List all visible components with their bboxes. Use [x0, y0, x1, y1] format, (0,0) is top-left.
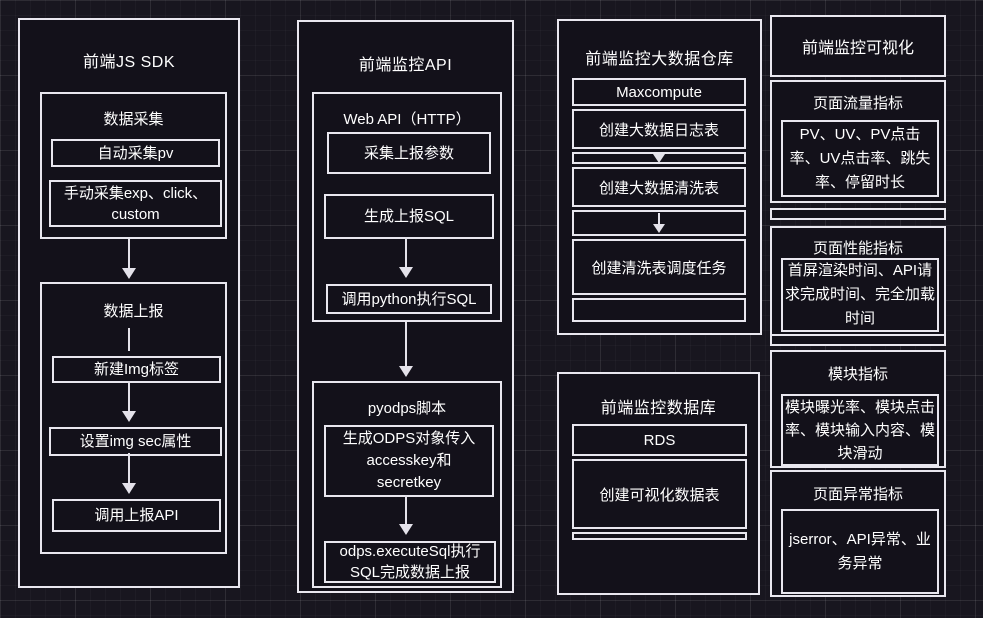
node-call-python-execute-sql: 调用python执行SQL [326, 284, 492, 314]
row-connector [572, 152, 746, 164]
row-create-viz-table: 创建可视化数据表 [572, 459, 747, 529]
down-arrow-icon [653, 213, 665, 233]
section-module-metrics: 模块指标 模块曝光率、模块点击率、模块输入内容、模块滑动 [770, 350, 946, 468]
flow-arrow-icon [122, 381, 136, 422]
node-auto-collect-pv: 自动采集pv [51, 139, 220, 167]
section-traffic-metrics-title: 页面流量指标 [812, 95, 903, 112]
section-traffic-metrics: 页面流量指标 PV、UV、PV点击率、UV点击率、跳失率、停留时长 [770, 80, 946, 203]
node-data-report: 数据上报 新建Img标签 设置img sec属性 调用上报API [40, 282, 227, 554]
section-error-metrics: 页面异常指标 jserror、API异常、业务异常 [770, 470, 946, 597]
perf-metrics-body: 首屏渲染时间、API请求完成时间、完全加载时间 [781, 258, 939, 332]
node-call-report-api: 调用上报API [52, 499, 221, 532]
node-monitor-database: 前端监控数据库 RDS 创建可视化数据表 [557, 372, 760, 595]
flow-arrow-icon [122, 453, 136, 494]
node-visualization-title: 前端监控可视化 [801, 40, 914, 57]
node-pyodps-script: pyodps脚本 生成ODPS对象传入accesskey和secretkey o… [312, 381, 502, 588]
node-new-img-tag: 新建Img标签 [52, 356, 221, 383]
node-frontend-js-sdk-title: 前端JS SDK [82, 54, 176, 71]
flow-line-connector [128, 328, 130, 351]
node-visualization-header: 前端监控可视化 [770, 15, 946, 77]
section-error-metrics-title: 页面异常指标 [812, 486, 903, 503]
node-web-api: Web API（HTTP） 采集上报参数 生成上报SQL 调用python执行S… [312, 92, 502, 322]
row-create-schedule-task: 创建清洗表调度任务 [572, 239, 746, 295]
node-data-report-title: 数据上报 [103, 303, 164, 320]
node-frontend-monitor-api: 前端监控API Web API（HTTP） 采集上报参数 生成上报SQL 调用p… [297, 20, 514, 593]
flow-arrow-icon [399, 495, 413, 535]
node-pyodps-script-title: pyodps脚本 [367, 400, 447, 417]
row-create-clean-table: 创建大数据清洗表 [572, 167, 746, 207]
node-manual-collect: 手动采集exp、click、custom [49, 180, 222, 227]
section-module-metrics-title: 模块指标 [827, 366, 888, 383]
node-bigdata-warehouse: 前端监控大数据仓库 Maxcompute 创建大数据日志表 创建大数据清洗表 创… [557, 19, 762, 335]
section-spacer [770, 208, 946, 220]
node-bigdata-warehouse-title: 前端监控大数据仓库 [585, 51, 734, 68]
flow-arrow-icon [399, 322, 413, 377]
down-arrow-icon [653, 153, 665, 163]
node-generate-report-sql: 生成上报SQL [324, 194, 494, 239]
row-maxcompute: Maxcompute [572, 78, 746, 106]
flow-arrow-icon [399, 237, 413, 278]
warehouse-row-stack: Maxcompute 创建大数据日志表 创建大数据清洗表 创建清洗表调度任务 [572, 78, 746, 322]
node-data-collect-title: 数据采集 [103, 111, 164, 128]
row-empty [572, 298, 746, 322]
node-frontend-js-sdk: 前端JS SDK 数据采集 自动采集pv 手动采集exp、click、custo… [18, 18, 240, 588]
node-create-odps-object: 生成ODPS对象传入accesskey和secretkey [324, 425, 494, 497]
traffic-metrics-body: PV、UV、PV点击率、UV点击率、跳失率、停留时长 [781, 120, 939, 197]
database-row-stack: RDS 创建可视化数据表 [572, 424, 747, 540]
section-spacer [770, 334, 946, 346]
row-connector [572, 210, 746, 236]
module-metrics-body: 模块曝光率、模块点击率、模块输入内容、模块滑动 [781, 394, 939, 466]
node-frontend-monitor-api-title: 前端监控API [358, 57, 453, 74]
flow-arrow-icon [122, 239, 136, 279]
row-create-log-table: 创建大数据日志表 [572, 109, 746, 149]
node-web-api-title: Web API（HTTP） [343, 111, 471, 128]
section-perf-metrics-title: 页面性能指标 [812, 240, 903, 257]
node-collect-report-params: 采集上报参数 [327, 132, 491, 174]
row-rds: RDS [572, 424, 747, 456]
node-odps-executesql: odps.executeSql执行SQL完成数据上报 [324, 541, 496, 583]
node-data-collect: 数据采集 自动采集pv 手动采集exp、click、custom [40, 92, 227, 239]
row-empty [572, 532, 747, 540]
error-metrics-body: jserror、API异常、业务异常 [781, 509, 939, 594]
node-monitor-database-title: 前端监控数据库 [600, 400, 717, 417]
node-set-img-sec-attr: 设置img sec属性 [49, 427, 222, 456]
section-perf-metrics: 页面性能指标 首屏渲染时间、API请求完成时间、完全加载时间 [770, 226, 946, 336]
